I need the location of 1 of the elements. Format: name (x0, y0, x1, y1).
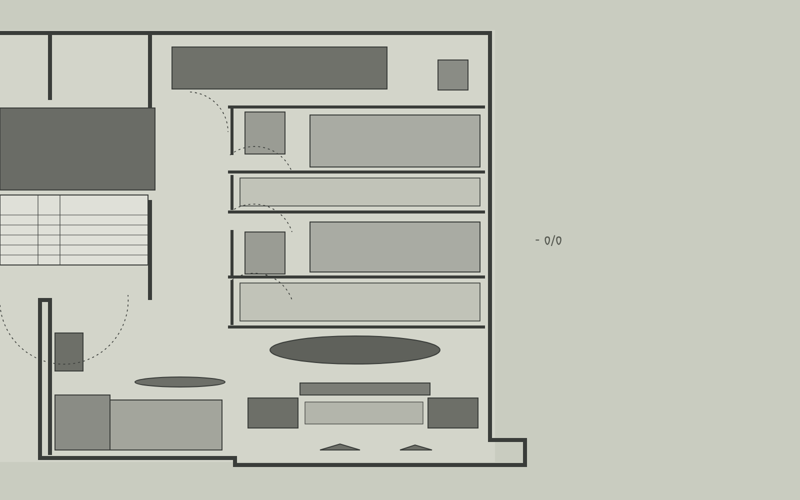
dimension-text: ٥/٥ - (535, 232, 562, 250)
